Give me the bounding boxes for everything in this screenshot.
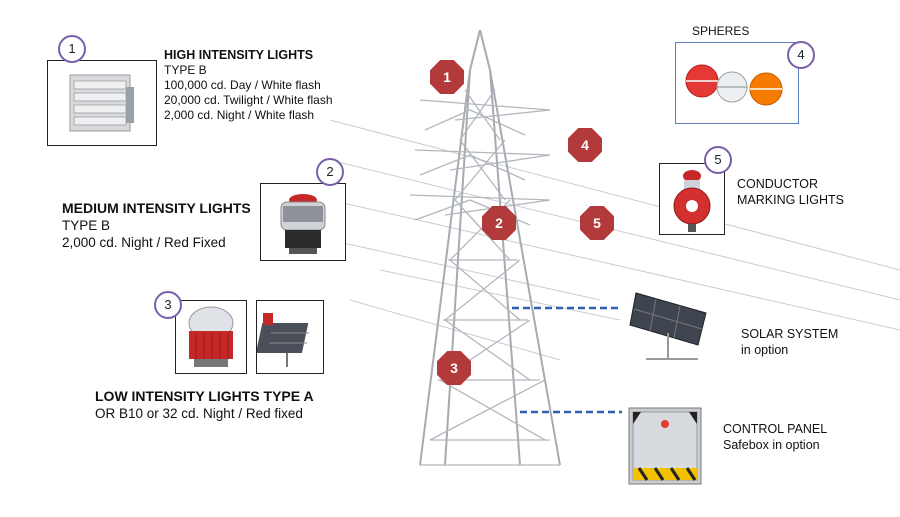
medium-intensity-title: MEDIUM INTENSITY LIGHTS [62,200,251,216]
medium-type: TYPE B [62,218,111,233]
low-detail: OR B10 or 32 cd. Night / Red fixed [95,406,303,421]
high-type: TYPE B [164,63,207,77]
conductor-text: CONDUCTOR MARKING LIGHTS [737,176,844,208]
high-night: 2,000 cd. Night / White flash [164,108,315,122]
medium-intensity-light-image [260,183,346,261]
high-twilight: 20,000 cd. Twilight / White flash [164,93,333,107]
badge-3: 3 [154,291,182,319]
high-day: 100,000 cd. Day / White flash [164,78,321,92]
solar-text: SOLAR SYSTEM in option [741,326,838,358]
low-intensity-solar-image [256,300,324,374]
tower-marker-2: 2 [482,206,516,240]
high-intensity-text: HIGH INTENSITY LIGHTS TYPE B 100,000 cd.… [164,48,333,123]
tower-marker-3: 3 [437,351,471,385]
control-line2: Safebox in option [723,438,820,452]
badge-1: 1 [58,35,86,63]
solar-line1: SOLAR SYSTEM [741,327,839,341]
solar-line2: in option [741,343,789,357]
solar-system-image [629,292,707,360]
low-intensity-title: LOW INTENSITY LIGHTS TYPE A [95,388,314,404]
control-panel-image [628,407,702,485]
tower-marker-4: 4 [568,128,602,162]
badge-5: 5 [704,146,732,174]
spheres-image [675,42,799,124]
badge-4: 4 [787,41,815,69]
high-intensity-light-image [47,60,157,146]
tower-marker-5: 5 [580,206,614,240]
control-line1: CONTROL PANEL [723,422,828,436]
low-intensity-light-image [175,300,247,374]
conductor-line1: CONDUCTOR [737,177,819,191]
medium-intensity-text: MEDIUM INTENSITY LIGHTS TYPE B 2,000 cd.… [62,200,251,251]
high-intensity-title: HIGH INTENSITY LIGHTS [164,48,314,62]
conductor-marking-light-image [659,163,725,235]
badge-2: 2 [316,158,344,186]
conductor-line2: MARKING LIGHTS [737,193,844,207]
spheres-title: SPHERES [692,24,750,38]
medium-night: 2,000 cd. Night / Red Fixed [62,235,226,250]
low-intensity-text: LOW INTENSITY LIGHTS TYPE A OR B10 or 32… [95,388,314,422]
tower-marker-1: 1 [430,60,464,94]
control-text: CONTROL PANEL Safebox in option [723,421,827,453]
